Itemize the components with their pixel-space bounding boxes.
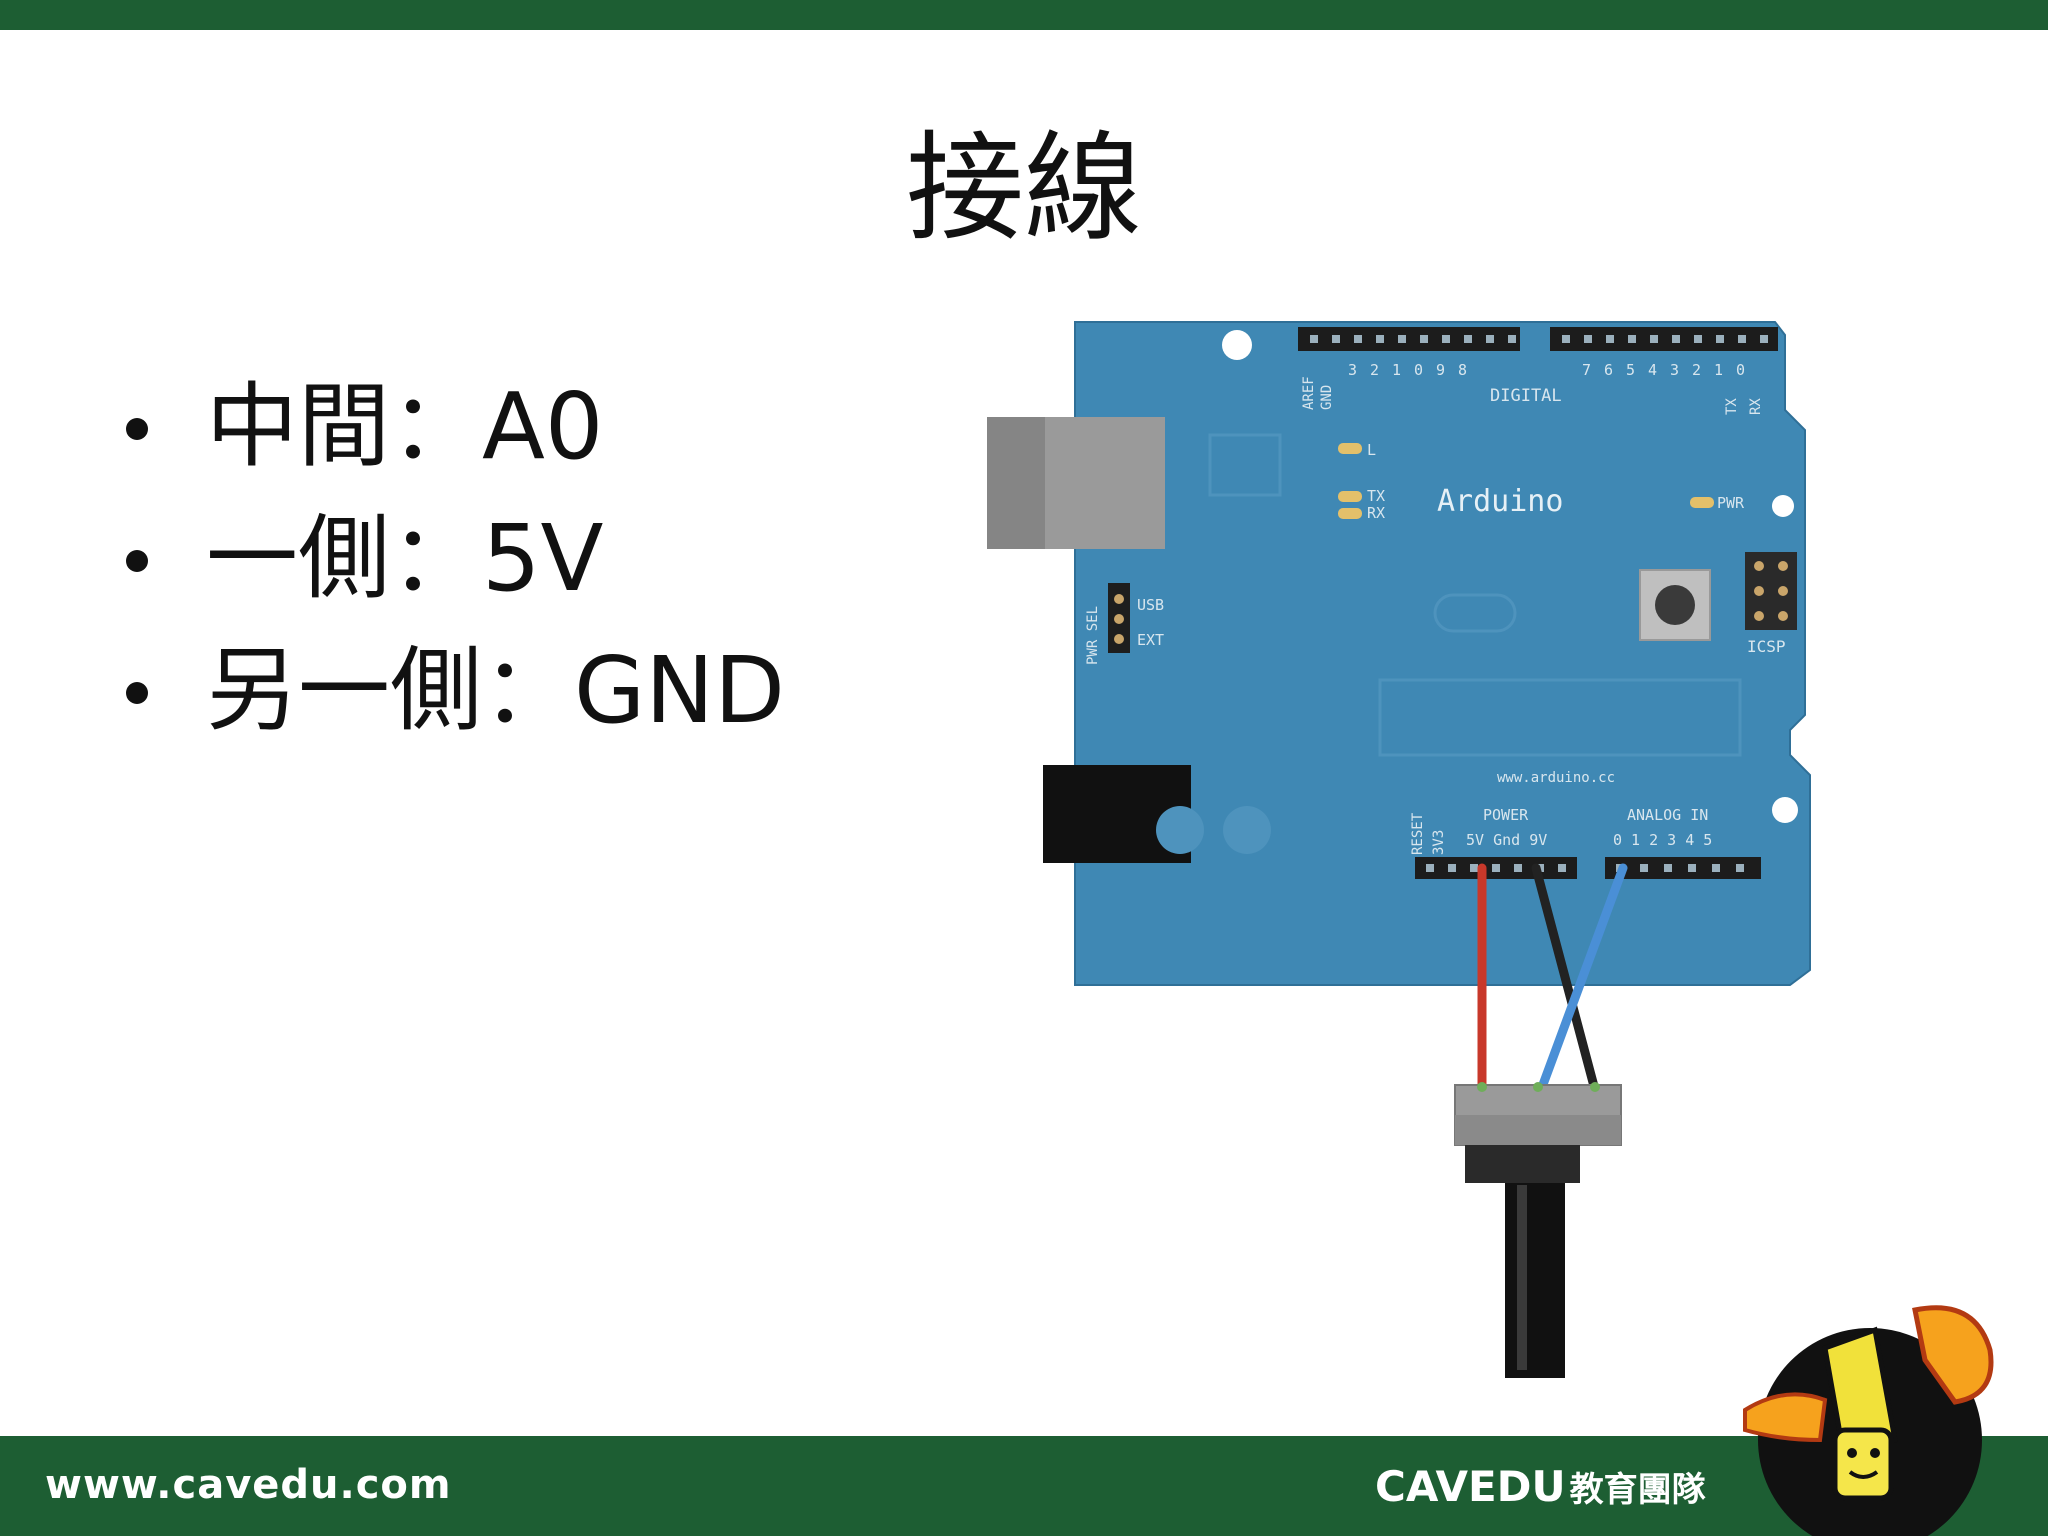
led-rx bbox=[1338, 508, 1362, 519]
digital-label: DIGITAL bbox=[1490, 386, 1562, 406]
aref-label: AREF bbox=[1301, 376, 1317, 410]
mounting-hole bbox=[1772, 797, 1798, 823]
icsp-label: ICSP bbox=[1747, 637, 1786, 656]
footer-bar bbox=[0, 1436, 2048, 1536]
gnd-top-label: GND bbox=[1319, 385, 1335, 410]
bullet-item: 中間：A0 bbox=[118, 368, 785, 500]
usb-connector-shade bbox=[987, 417, 1045, 549]
ext-label: EXT bbox=[1137, 631, 1164, 649]
bullet-text: 中間：A0 bbox=[206, 373, 604, 480]
power-pins-label: 5V Gnd 9V bbox=[1466, 831, 1547, 849]
pwr-sel-label: PWR SEL bbox=[1085, 606, 1101, 665]
potentiometer-body-shade bbox=[1455, 1115, 1621, 1145]
led-l bbox=[1338, 443, 1362, 454]
svg-text:8: 8 bbox=[1458, 361, 1467, 379]
main-chip-outline bbox=[1378, 678, 1742, 757]
bullet-dot-icon bbox=[126, 550, 148, 572]
mounting-hole bbox=[1222, 330, 1252, 360]
board-name: Arduino bbox=[1437, 484, 1563, 519]
footer-url: www.cavedu.com bbox=[45, 1462, 452, 1508]
analog-label: ANALOG IN bbox=[1627, 806, 1708, 824]
slide-title: 接線 bbox=[905, 119, 1142, 257]
tx-pin-label: TX bbox=[1724, 398, 1740, 415]
svg-text:6: 6 bbox=[1604, 361, 1613, 379]
arduino-board bbox=[1074, 321, 1811, 986]
pin-number-row: 3 2 1 0 9 8 7 6 5 4 3 2 1 0 bbox=[1348, 361, 1745, 379]
rx-pin-label: RX bbox=[1748, 398, 1764, 415]
svg-text:2: 2 bbox=[1692, 361, 1701, 379]
svg-text:0: 0 bbox=[1414, 361, 1423, 379]
potentiometer-shaft bbox=[1505, 1183, 1565, 1378]
wire-gnd-black bbox=[1531, 863, 1600, 1095]
crystal-outline bbox=[1433, 593, 1517, 633]
header-pins-top bbox=[1310, 335, 1768, 343]
svg-text:4: 4 bbox=[1648, 361, 1657, 379]
led-tx-label: TX bbox=[1367, 487, 1385, 505]
chip-outline bbox=[1208, 433, 1282, 497]
pwr-led bbox=[1690, 497, 1714, 508]
led-l-label: L bbox=[1367, 441, 1376, 459]
icsp-pins bbox=[1754, 561, 1788, 621]
reset-button-cap bbox=[1655, 585, 1695, 625]
svg-text:5: 5 bbox=[1626, 361, 1635, 379]
bullet-item: 另一側：GND bbox=[118, 632, 785, 764]
board-url: www.arduino.cc bbox=[1497, 770, 1615, 786]
bullet-text: 另一側：GND bbox=[206, 637, 785, 744]
led-tx bbox=[1338, 491, 1362, 502]
bullet-text: 一側：5V bbox=[206, 505, 604, 612]
capacitor bbox=[1156, 806, 1204, 854]
usb-label: USB bbox=[1137, 596, 1164, 614]
svg-text:1: 1 bbox=[1392, 361, 1401, 379]
potentiometer-shaft-highlight bbox=[1517, 1185, 1527, 1370]
reset-label: RESET bbox=[1410, 812, 1426, 855]
footer-brand-sub: 教育團隊 bbox=[1569, 1470, 1706, 1510]
mascot-logo bbox=[1743, 1305, 1994, 1536]
potentiometer-pins bbox=[1477, 1082, 1600, 1092]
led-rx-label: RX bbox=[1367, 504, 1385, 522]
footer-brand-name: CAVEDU bbox=[1375, 1462, 1566, 1511]
3v3-label: 3V3 bbox=[1431, 830, 1447, 855]
mounting-hole bbox=[1772, 495, 1794, 517]
power-label: POWER bbox=[1483, 806, 1529, 824]
svg-text:3: 3 bbox=[1348, 361, 1357, 379]
analog-header bbox=[1605, 857, 1761, 879]
svg-text:9: 9 bbox=[1436, 361, 1445, 379]
svg-text:2: 2 bbox=[1370, 361, 1379, 379]
bullet-list: 中間：A0 一側：5V 另一側：GND bbox=[118, 368, 785, 764]
pwr-led-label: PWR bbox=[1717, 494, 1745, 512]
analog-pins-label: 0 1 2 3 4 5 bbox=[1613, 831, 1712, 849]
bullet-dot-icon bbox=[126, 682, 148, 704]
arduino-wiring-diagram: AREF GND DIGITAL TX RX 3 2 1 0 9 8 7 6 5… bbox=[987, 321, 1811, 1378]
top-bar bbox=[0, 0, 2048, 30]
svg-text:7: 7 bbox=[1582, 361, 1591, 379]
potentiometer-collar bbox=[1465, 1145, 1580, 1183]
icsp-header bbox=[1745, 552, 1797, 630]
svg-text:3: 3 bbox=[1670, 361, 1679, 379]
wire-a0-blue bbox=[1536, 863, 1628, 1095]
capacitor bbox=[1223, 806, 1271, 854]
svg-text:0: 0 bbox=[1736, 361, 1745, 379]
bullet-item: 一側：5V bbox=[118, 500, 785, 632]
svg-text:1: 1 bbox=[1714, 361, 1723, 379]
bullet-dot-icon bbox=[126, 418, 148, 440]
